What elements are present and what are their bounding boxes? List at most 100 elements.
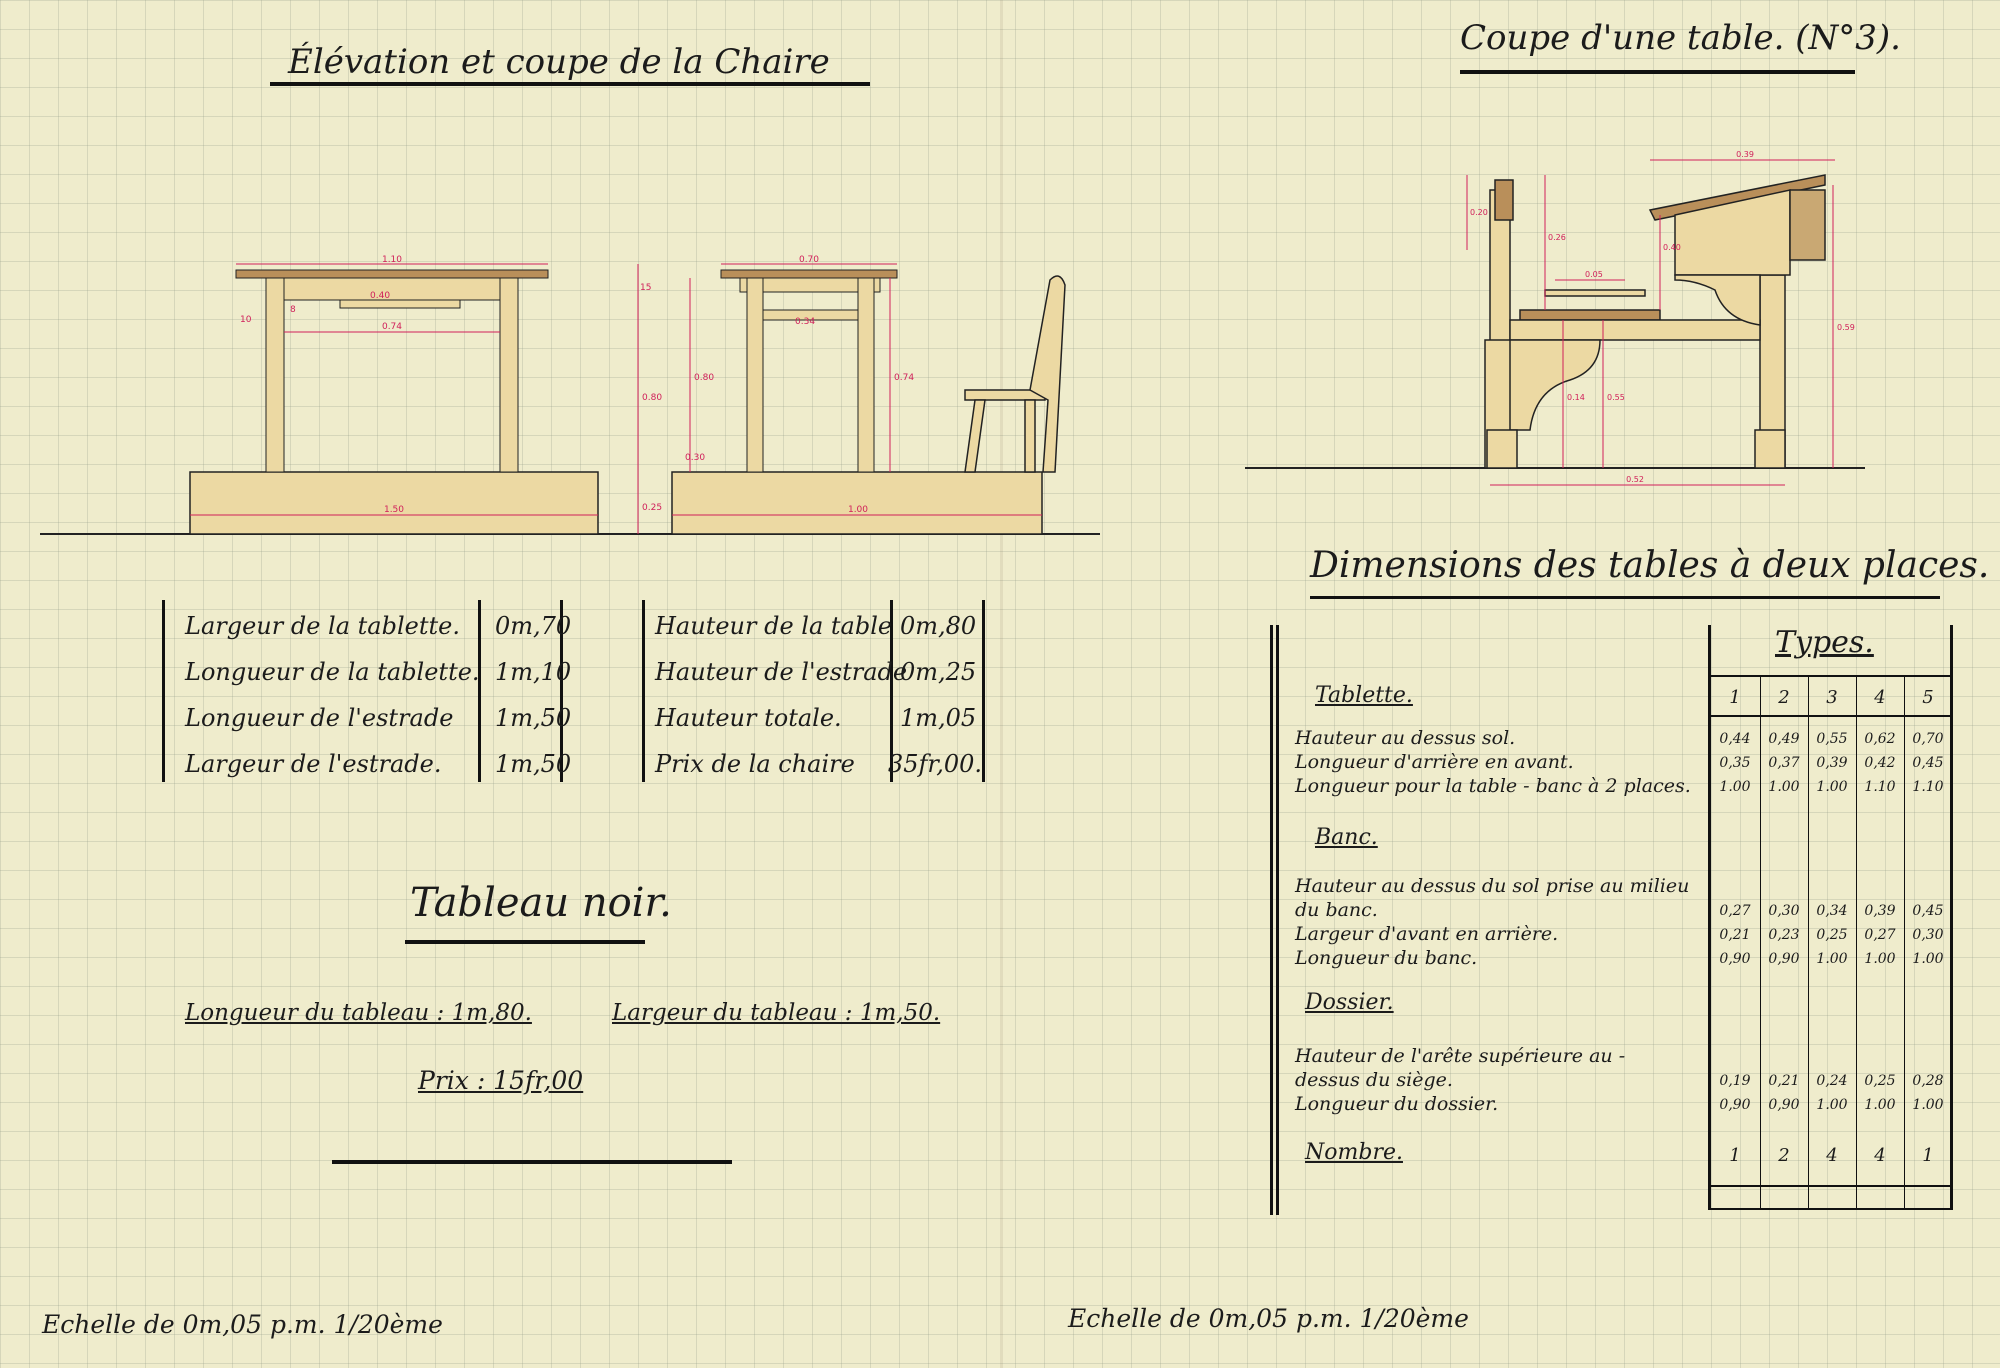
- value-cell: 0,27: [1719, 903, 1751, 919]
- spec-right-value: 1m,05: [900, 704, 977, 732]
- dim-offset: 0.30: [685, 453, 705, 463]
- value-cell: 0,28: [1912, 1073, 1944, 1089]
- dim-estrade-len: 1.50: [384, 505, 404, 515]
- dt-left-bar2: [1276, 625, 1279, 1215]
- dt-col4: [1904, 675, 1905, 1210]
- spec-right-bar2: [890, 600, 893, 782]
- dt-col3: [1856, 675, 1857, 1210]
- sec-dim-wtop: 0.39: [1736, 150, 1754, 159]
- estrade-front: [189, 471, 599, 535]
- dimensions-table: Types. 1 2 3 4 5 Tablette. Hauteur au de…: [1270, 625, 1953, 1215]
- dt-col0: [1708, 625, 1711, 1210]
- value-cell: 0,90: [1719, 951, 1751, 967]
- dt-col5: [1950, 625, 1953, 1210]
- value-cell: 1.00: [1864, 1097, 1896, 1113]
- spec-left-bar3: [560, 600, 563, 782]
- right-scale: Echelle de 0m,05 p.m. 1/20ème: [1068, 1304, 1469, 1333]
- value-cell: 0,90: [1768, 1097, 1800, 1113]
- spec-right-value: 35fr,00.: [888, 750, 983, 778]
- spec-left-value: 1m,10: [495, 658, 572, 686]
- section-name: Banc.: [1315, 825, 1378, 850]
- value-cell: 1.00: [1768, 779, 1800, 795]
- sec-dim-h1: 0.20: [1470, 208, 1488, 217]
- dim-height-full: 0.80: [642, 393, 662, 403]
- spec-right-bar3: [982, 600, 985, 782]
- spec-right-value: 0m,25: [900, 658, 977, 686]
- nombre-cell: 1: [1729, 1145, 1741, 1166]
- nombre-cell: 2: [1778, 1145, 1790, 1166]
- sec-dim-d1: 0.14: [1567, 393, 1585, 402]
- spec-left: Largeur de la tablette. Longueur de la t…: [185, 612, 575, 782]
- dim-apron: 15: [640, 283, 651, 293]
- value-cell: 0,21: [1768, 1073, 1800, 1089]
- row-label: du banc.: [1295, 899, 1378, 921]
- row-label: Hauteur au dessus sol.: [1295, 727, 1516, 749]
- dt-col1: [1760, 675, 1761, 1210]
- dim-side-top: 0.70: [799, 255, 819, 265]
- value-cell: 0,37: [1768, 755, 1800, 771]
- value-cell: 0,34: [1816, 903, 1848, 919]
- sec-dim-gap: 0.05: [1585, 270, 1603, 279]
- chaire-drawing: 1.10 0.74 0.40 1.50 0.80 0.25 15 8 10 0.…: [40, 255, 1100, 535]
- dim-title: Dimensions des tables à deux places.: [1310, 545, 1990, 586]
- dim-leg-span: 0.74: [382, 322, 402, 332]
- spec-left-row: Longueur de la tablette.: [185, 658, 480, 686]
- dt-hline-top: [1708, 675, 1950, 677]
- value-cell: 0,49: [1768, 731, 1800, 747]
- value-cell: 1.00: [1912, 951, 1944, 967]
- dt-col2: [1808, 675, 1809, 1210]
- dim-height-side: 0.74: [894, 373, 914, 383]
- spec-right-value: 0m,80: [900, 612, 977, 640]
- value-cell: 1.00: [1912, 1097, 1944, 1113]
- left-title: Élévation et coupe de la Chaire: [288, 42, 830, 82]
- value-cell: 0,45: [1912, 903, 1944, 919]
- spec-left-bar1: [162, 600, 165, 782]
- spec-right-row: Hauteur totale.: [655, 704, 842, 732]
- value-cell: 0,23: [1768, 927, 1800, 943]
- sec-dim-total: 0.59: [1837, 323, 1855, 332]
- spec-left-value: 1m,50: [495, 704, 572, 732]
- row-label: Longueur pour la table - banc à 2 places…: [1295, 775, 1691, 797]
- dt-hline-bottom: [1708, 1185, 1950, 1187]
- value-cell: 0,25: [1816, 927, 1848, 943]
- type-num: 5: [1922, 687, 1934, 708]
- value-cell: 1.10: [1912, 779, 1944, 795]
- value-cell: 1.10: [1864, 779, 1896, 795]
- section-name: Tablette.: [1315, 683, 1413, 708]
- estrade-side: [671, 471, 1043, 535]
- sec-dim-h2: 0.26: [1548, 233, 1566, 242]
- value-cell: 1.00: [1816, 779, 1848, 795]
- value-cell: 0,39: [1864, 903, 1896, 919]
- dim-estrade-h: 0.25: [642, 503, 662, 513]
- tableau-underline: [405, 940, 645, 944]
- left-title-underline: [270, 82, 870, 86]
- dim-drawer: 0.40: [370, 291, 390, 301]
- type-num: 3: [1826, 687, 1838, 708]
- dt-hline-bottom2: [1708, 1208, 1950, 1210]
- value-cell: 0,62: [1864, 731, 1896, 747]
- tableau-prix: Prix : 15fr,00: [418, 1066, 584, 1095]
- dim-top-width: 1.10: [382, 255, 402, 265]
- nombre-cell: 4: [1874, 1145, 1886, 1166]
- spec-right-row: Prix de la chaire: [655, 750, 855, 778]
- type-num: 2: [1778, 687, 1790, 708]
- row-label: Longueur du dossier.: [1295, 1093, 1499, 1115]
- dt-left-bar: [1270, 625, 1273, 1215]
- value-cell: 1.00: [1816, 951, 1848, 967]
- chair: [964, 275, 1066, 473]
- value-cell: 0,30: [1912, 927, 1944, 943]
- value-cell: 0,44: [1719, 731, 1751, 747]
- value-cell: 0,24: [1816, 1073, 1848, 1089]
- value-cell: 0,30: [1768, 903, 1800, 919]
- value-cell: 0,19: [1719, 1073, 1751, 1089]
- nombre-cell: 1: [1922, 1145, 1934, 1166]
- row-label: Longueur d'arrière en avant.: [1295, 751, 1574, 773]
- right-title-underline: [1460, 70, 1855, 74]
- tableau-largeur: Largeur du tableau : 1m,50.: [612, 1000, 941, 1026]
- left-scale: Echelle de 0m,05 p.m. 1/20ème: [42, 1310, 443, 1339]
- row-label: Largeur d'avant en arrière.: [1295, 923, 1559, 945]
- dim-bolt: 8: [290, 305, 296, 315]
- nombre-label: Nombre.: [1305, 1140, 1403, 1165]
- spec-right-row: Hauteur de la table: [655, 612, 893, 640]
- type-num: 1: [1729, 687, 1741, 708]
